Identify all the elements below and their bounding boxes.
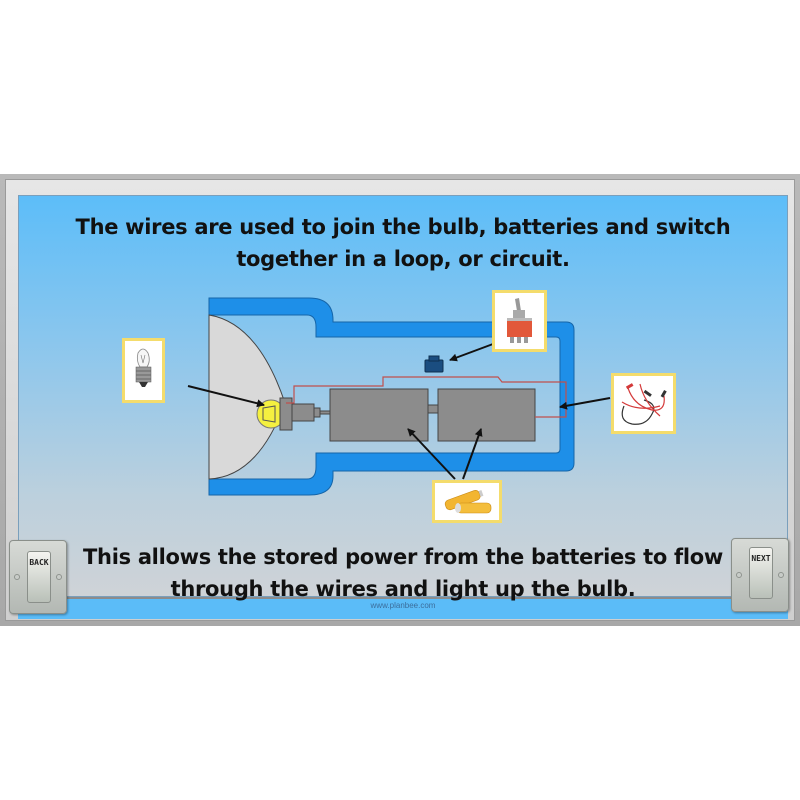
screw-icon <box>736 572 742 578</box>
slide: The wires are used to join the bulb, bat… <box>0 174 800 626</box>
slide-body-text: This allows the stored power from the ba… <box>18 541 788 605</box>
slide-heading: The wires are used to join the bulb, bat… <box>18 211 788 275</box>
light-bulb-photo-icon <box>135 348 152 387</box>
next-label: NEXT <box>751 554 771 563</box>
rocker-switch: BACK <box>27 551 51 603</box>
footer-url: www.planbee.com <box>370 601 436 610</box>
slide-stage: The wires are used to join the bulb, bat… <box>18 195 788 601</box>
back-label: BACK <box>29 558 49 567</box>
battery-2 <box>437 388 536 442</box>
body-line-1: This allows the stored power from the ba… <box>83 545 723 569</box>
heading-line-2: together in a loop, or circuit. <box>236 247 570 271</box>
screw-icon <box>56 574 62 580</box>
body-line-2: through the wires and light up the bulb. <box>170 577 636 601</box>
torch-circuit-diagram <box>187 297 611 496</box>
reflector <box>208 314 286 480</box>
switch-block <box>424 359 444 373</box>
switch-picture <box>492 290 547 352</box>
screw-icon <box>778 572 784 578</box>
slide-frame: The wires are used to join the bulb, bat… <box>5 179 795 621</box>
screw-icon <box>14 574 20 580</box>
back-button[interactable]: BACK <box>9 540 67 614</box>
batteries-picture <box>432 480 502 523</box>
aa-batteries-photo-icon <box>444 490 492 514</box>
bulb-picture <box>122 338 165 403</box>
slide-panel: The wires are used to join the bulb, bat… <box>18 195 788 619</box>
torch-casing <box>208 297 575 496</box>
rocker-switch: NEXT <box>749 547 773 599</box>
toggle-switch-photo-icon <box>507 298 532 343</box>
crocodile-clip-wires-photo-icon <box>621 383 667 425</box>
wires-picture <box>611 373 676 434</box>
wire <box>286 376 567 418</box>
next-button[interactable]: NEXT <box>731 538 789 612</box>
heading-line-1: The wires are used to join the bulb, bat… <box>75 215 731 239</box>
